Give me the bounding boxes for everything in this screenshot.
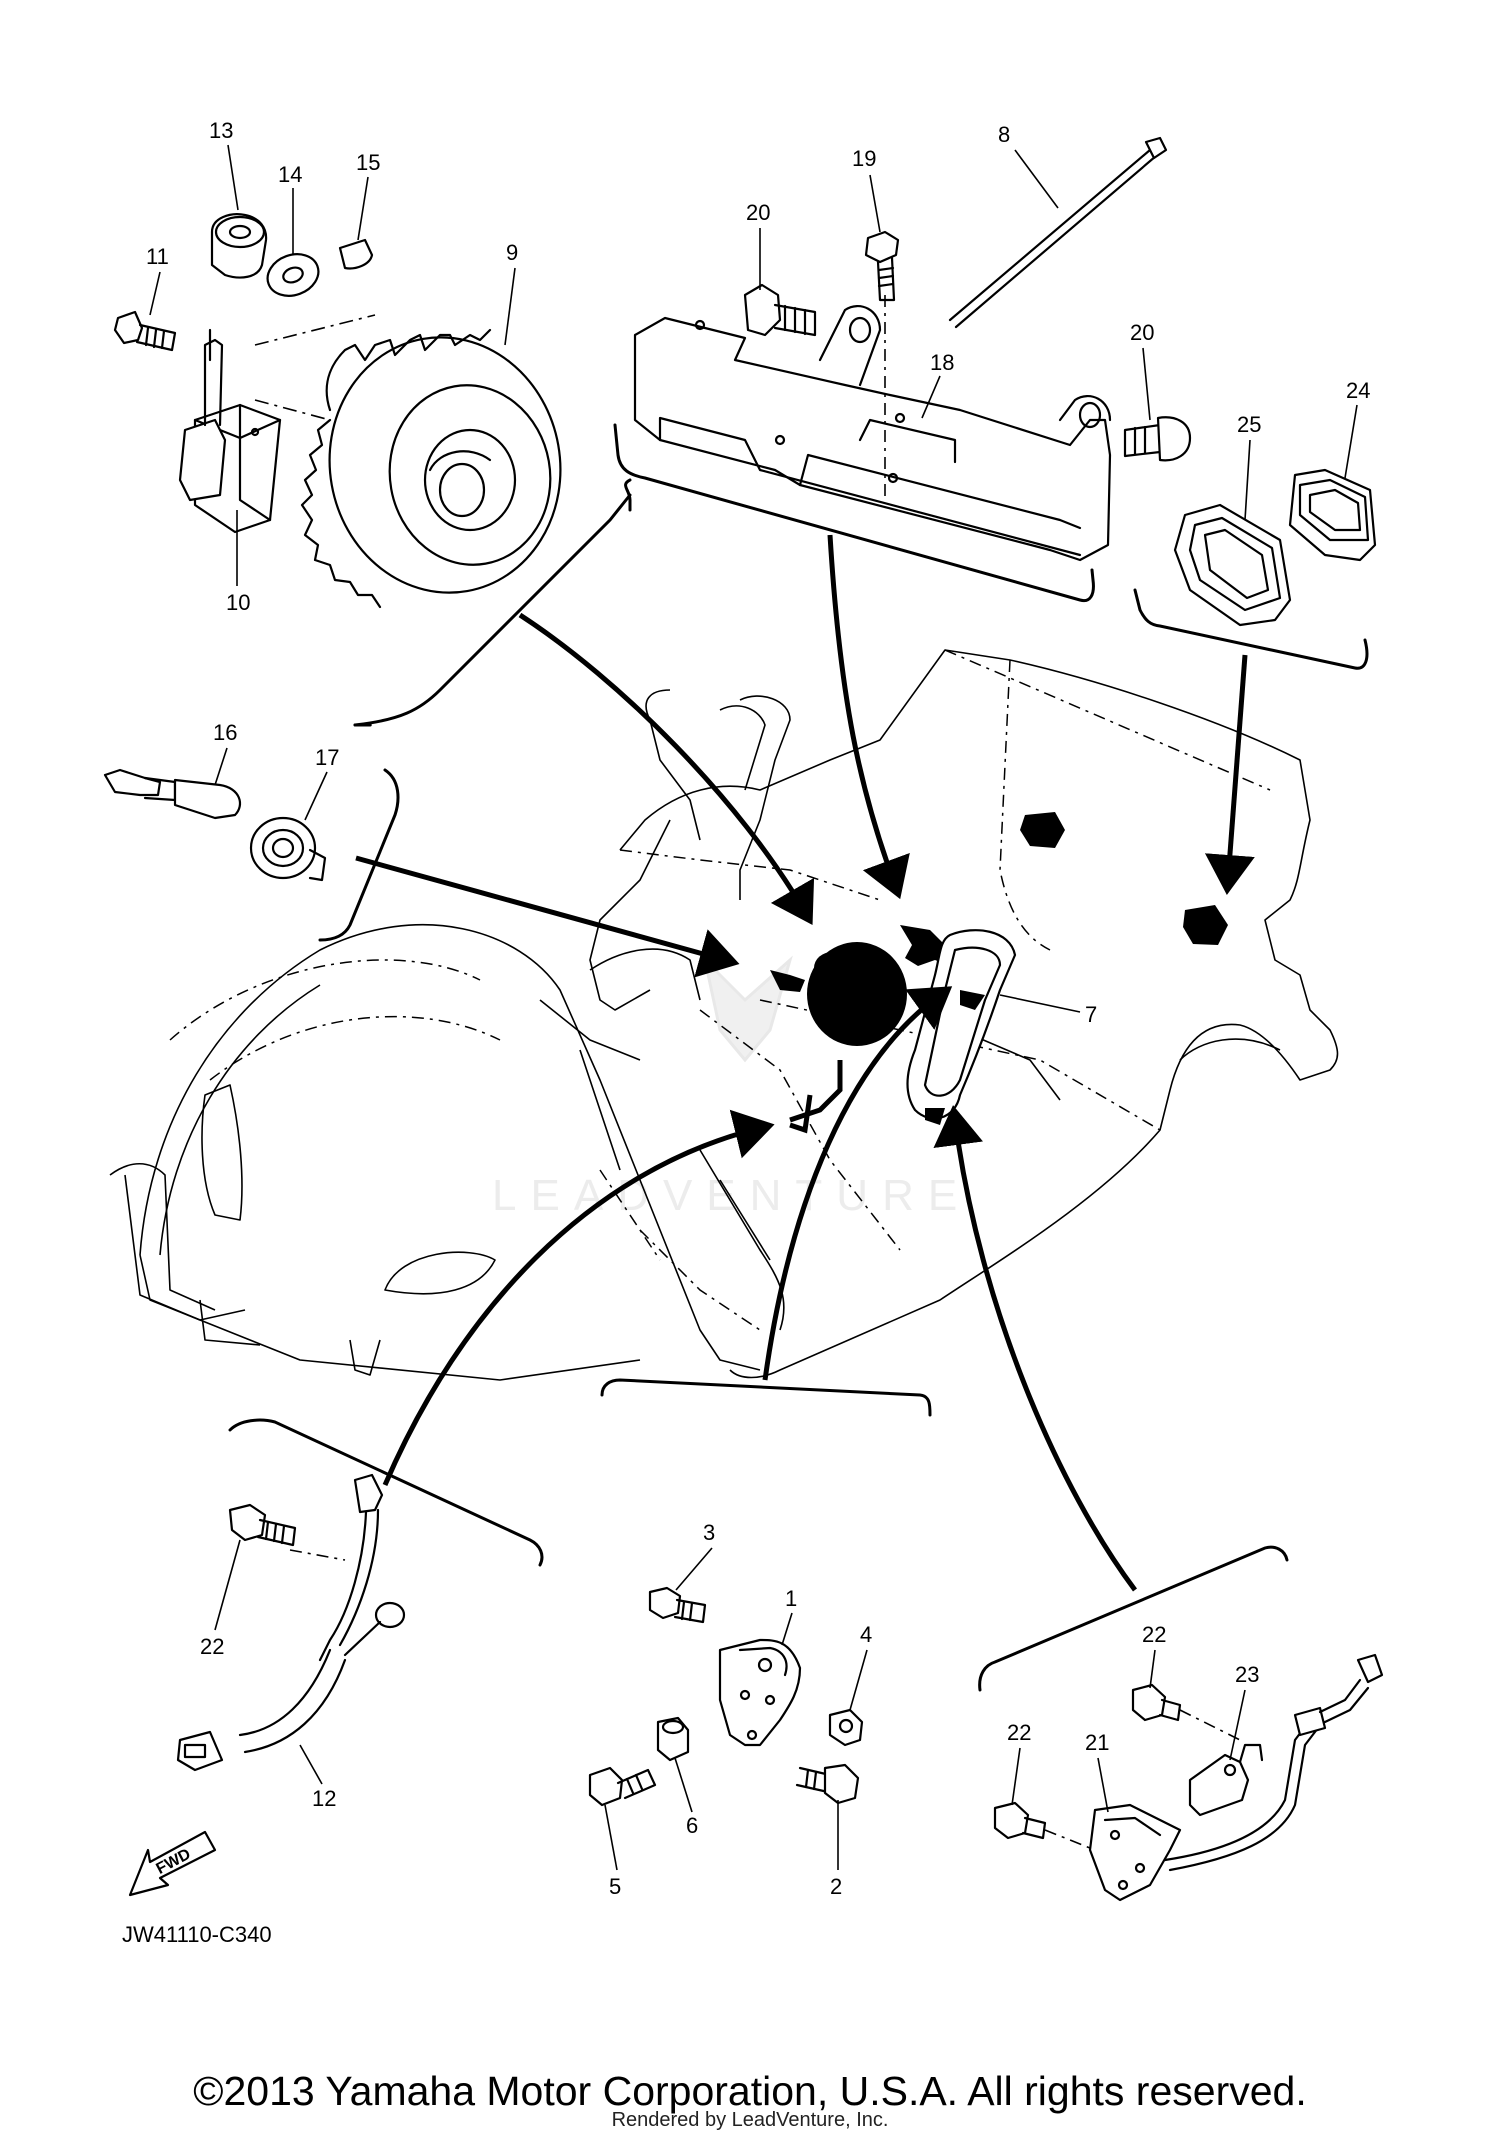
callout-11: 11 bbox=[146, 244, 169, 269]
part-20b-bolt bbox=[1123, 416, 1192, 462]
callout-8: 8 bbox=[998, 122, 1010, 147]
callout-5: 5 bbox=[609, 1874, 621, 1899]
part-1-plate bbox=[718, 1638, 802, 1747]
callout-16: 16 bbox=[213, 720, 237, 745]
callout-2: 2 bbox=[830, 1874, 842, 1899]
part-13-nut bbox=[210, 213, 268, 279]
watermark-logo bbox=[702, 955, 793, 1063]
rendered-by-credit: Rendered by LeadVenture, Inc. bbox=[611, 2109, 889, 2131]
callout-6: 6 bbox=[686, 1813, 698, 1838]
callout-23: 23 bbox=[1235, 1662, 1259, 1687]
part-6-collar bbox=[656, 1716, 690, 1762]
callout-12: 12 bbox=[312, 1786, 336, 1811]
callout-10: 10 bbox=[226, 590, 250, 615]
part-16-bulb bbox=[103, 768, 242, 820]
callout-25: 25 bbox=[1237, 412, 1261, 437]
part-15-key bbox=[338, 238, 374, 270]
callout-22b: 22 bbox=[1142, 1622, 1166, 1647]
part-23-clamp bbox=[1188, 1743, 1264, 1817]
callout-14: 14 bbox=[278, 162, 302, 187]
callout-19: 19 bbox=[852, 146, 876, 171]
callout-labels: 13 14 15 11 9 10 8 19 20 18 20 25 24 16 … bbox=[146, 118, 1370, 1899]
drawing-code: JW41110-C340 bbox=[122, 1922, 272, 1947]
part-14-washer bbox=[266, 253, 320, 297]
callout-21: 21 bbox=[1085, 1730, 1109, 1755]
callout-20a: 20 bbox=[746, 200, 770, 225]
part-22a-bolt bbox=[228, 1503, 297, 1547]
part-17-socket bbox=[249, 816, 327, 882]
callout-15: 15 bbox=[356, 150, 380, 175]
callout-13: 13 bbox=[209, 118, 233, 143]
callout-18: 18 bbox=[930, 350, 954, 375]
part-21-bracket-sensor bbox=[1088, 1653, 1384, 1902]
part-2-bolt bbox=[795, 1763, 860, 1805]
part-22b-bolt bbox=[1131, 1683, 1241, 1741]
leader-arrows bbox=[355, 534, 1255, 1592]
part-22c-bolt bbox=[993, 1801, 1096, 1851]
callout-22c: 22 bbox=[1007, 1720, 1031, 1745]
part-5-bolt bbox=[588, 1766, 657, 1807]
fwd-arrow-icon: FWD bbox=[128, 1830, 217, 1897]
part-24-grommet bbox=[1288, 468, 1377, 562]
callout-9: 9 bbox=[506, 240, 518, 265]
part-4-nut bbox=[828, 1708, 864, 1747]
part-18-bracket bbox=[633, 295, 1112, 562]
part-11-bolt bbox=[113, 310, 177, 352]
callout-1: 1 bbox=[785, 1586, 797, 1611]
copyright-notice: ©2013 Yamaha Motor Corporation, U.S.A. A… bbox=[193, 2068, 1307, 2114]
part-19-bolt bbox=[864, 230, 900, 302]
group-brackets bbox=[228, 423, 1369, 1692]
vehicle-body bbox=[109, 649, 1339, 1381]
callout-24: 24 bbox=[1346, 378, 1370, 403]
callout-20b: 20 bbox=[1130, 320, 1154, 345]
part-25-grommet bbox=[1173, 503, 1292, 627]
part-12-harness bbox=[176, 1473, 406, 1772]
callout-22a: 22 bbox=[200, 1634, 224, 1659]
part-8-cable-tie bbox=[948, 136, 1168, 329]
part-9-horn bbox=[300, 328, 562, 609]
part-3-bolt bbox=[648, 1586, 707, 1624]
part-10-switch bbox=[178, 328, 282, 534]
callout-leaders bbox=[149, 144, 1358, 1871]
callout-3: 3 bbox=[703, 1520, 715, 1545]
watermark-text: LEADVENTURE bbox=[492, 1171, 971, 1220]
callout-17: 17 bbox=[315, 745, 339, 770]
callout-7: 7 bbox=[1085, 1002, 1097, 1027]
callout-4: 4 bbox=[860, 1622, 872, 1647]
part-20a-bolt bbox=[743, 283, 817, 337]
